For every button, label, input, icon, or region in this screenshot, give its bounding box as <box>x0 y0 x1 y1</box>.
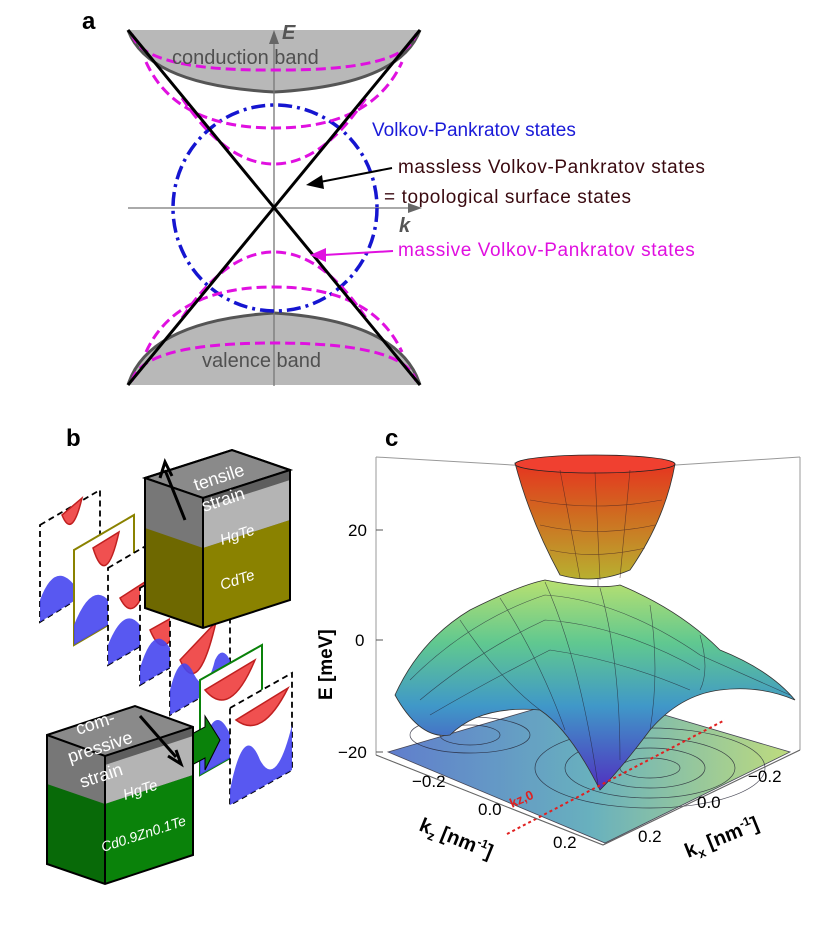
massless-arrow-head <box>306 175 324 189</box>
massless-label-line2: = topological surface states <box>384 187 632 208</box>
kx-axis-label: kx [nm-1] <box>681 811 763 865</box>
lower-band-mesh <box>409 581 791 786</box>
massive-vp-curve-c1 <box>130 33 418 72</box>
tensile-block: tensile strain HgTe CdTe <box>141 448 294 630</box>
kz-tick-3: 0.2 <box>553 833 577 852</box>
tensile-cdte-side <box>203 520 290 628</box>
massive-arrow-head <box>310 248 326 262</box>
e-axis-ticks <box>376 529 383 753</box>
kz-tick-1: −0.2 <box>412 772 446 791</box>
conduction-band-label: conduction band <box>172 47 319 69</box>
massive-label: massive Volkov-Pankratov states <box>398 240 695 261</box>
massive-arrow <box>323 250 394 256</box>
vp-states-label: Volkov-Pankratov states <box>372 120 576 141</box>
k-axis-label: k <box>399 215 411 237</box>
e-tick-20: 20 <box>348 521 367 540</box>
kx-tick-1: −0.2 <box>748 767 782 786</box>
tensile-hgte-side <box>203 480 290 548</box>
k-axis-arrow <box>408 203 422 213</box>
plane-7-blue <box>230 725 292 805</box>
kz0-line <box>506 719 726 835</box>
massless-label-line1: massless Volkov-Pankratov states <box>398 157 705 178</box>
compressive-block-outline <box>46 704 194 886</box>
e-axis-label-c: E [meV] <box>316 629 337 700</box>
compressive-sub-front <box>47 784 105 884</box>
e-axis-arrow <box>269 30 279 44</box>
massive-vp-curve-v2 <box>144 285 404 353</box>
compressive-block-top <box>47 706 193 756</box>
kz-tick-2: 0.0 <box>478 800 502 819</box>
kz-axis-label: kz [nm-1] <box>415 812 497 866</box>
plane-2-red <box>92 530 121 567</box>
tensile-block-outline <box>144 448 291 630</box>
compressive-strain-arrow <box>138 715 184 768</box>
compressive-sub-side <box>105 775 193 884</box>
massless-arrow <box>319 167 393 183</box>
panel-a-letter: a <box>82 8 96 35</box>
vp-circle <box>171 103 379 313</box>
plane-1-red <box>61 495 84 526</box>
e-tick-neg20: −20 <box>338 743 367 762</box>
plane-7-red <box>234 685 290 727</box>
compressive-block: com- pressive strain HgTe Cd0.9Zn0.1Te <box>46 704 194 886</box>
dirac-line-2 <box>126 29 422 386</box>
upper-band-rim <box>514 454 676 474</box>
dispersion-planes <box>39 488 293 807</box>
e-axis-label: E <box>282 22 296 44</box>
kx-tick-3: 0.2 <box>638 827 662 846</box>
panel-b: b <box>39 425 294 886</box>
lower-band-surface <box>394 579 796 791</box>
panel-c-letter: c <box>385 425 398 452</box>
panel-c: c <box>316 425 801 866</box>
panel-b-letter: b <box>66 425 81 452</box>
massive-vp-curve-c2 <box>144 61 404 130</box>
kx-tick-2: 0.0 <box>697 793 721 812</box>
tensile-cdte-front <box>145 528 203 628</box>
valence-band-label: valence band <box>202 350 321 372</box>
tensile-strain-arrow <box>158 458 187 521</box>
massive-vp-curve-v1 <box>130 341 418 382</box>
upper-band-mesh <box>529 469 663 581</box>
plane-6-red <box>203 658 257 701</box>
panel-a: a E k conduction band valence band Volko… <box>82 8 705 386</box>
e-tick-0: 0 <box>355 631 364 650</box>
plot-box-front <box>375 749 801 846</box>
